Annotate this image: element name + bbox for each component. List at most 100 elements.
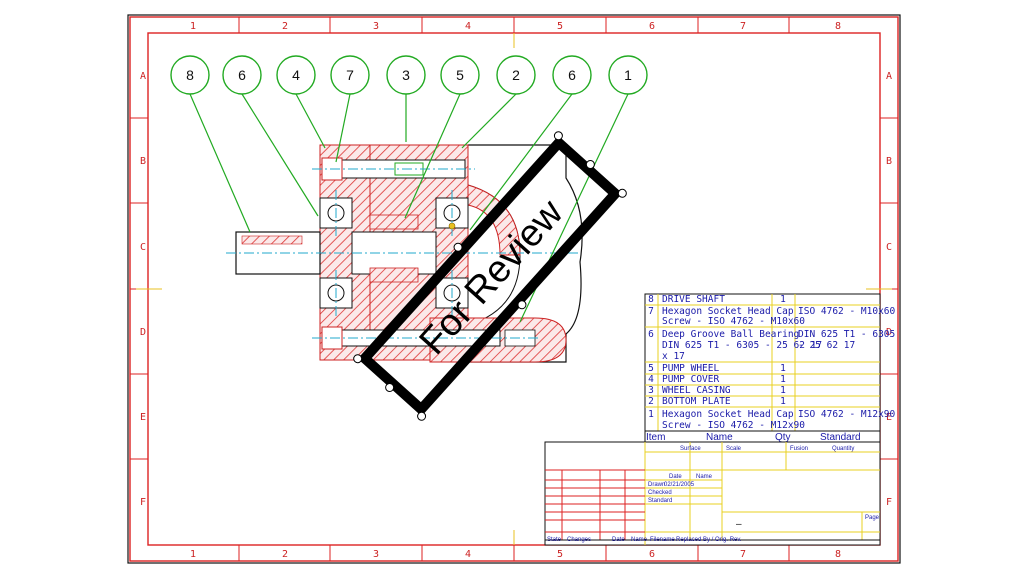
col-label: 3 xyxy=(373,21,379,32)
balloon-number: 2 xyxy=(512,67,520,83)
balloon: 4 xyxy=(276,55,316,95)
bom-header: Item Name Qty Standard xyxy=(646,432,861,443)
col-label: 5 xyxy=(557,549,563,560)
balloon-number: 6 xyxy=(568,67,576,83)
bom-name: Deep Groove Ball Bearing xyxy=(662,329,799,340)
outer-frame xyxy=(127,14,901,564)
row-label: E xyxy=(140,412,146,423)
col-label: 6 xyxy=(649,21,655,32)
bom-name: DIN 625 T1 - 6305 - 25 62 17 xyxy=(662,340,822,351)
balloon-number: 8 xyxy=(186,67,194,83)
balloon-number: 6 xyxy=(238,67,246,83)
col-label: 1 xyxy=(190,21,196,32)
bom-name: Screw - ISO 4762 - M10x60 xyxy=(662,316,805,327)
tb-name-header: Name xyxy=(696,474,713,480)
marker-dot xyxy=(448,222,456,230)
tb-name2: Name xyxy=(631,537,648,543)
tb-filename: Filename xyxy=(650,537,675,543)
stamp-handle[interactable] xyxy=(452,242,463,253)
bom-row: 3 WHEEL CASING 1 xyxy=(648,385,786,396)
stamp-handle[interactable] xyxy=(416,411,427,422)
tb-date-header: Date xyxy=(669,474,682,480)
tb-page: Page xyxy=(865,515,880,521)
tb-state: State xyxy=(547,537,562,543)
stamp-handle[interactable] xyxy=(585,159,596,170)
bom-item: 4 xyxy=(648,374,654,385)
bom-name: Hexagon Socket Head Cap xyxy=(662,409,794,420)
center-marks xyxy=(136,33,892,545)
bom-qty: 1 xyxy=(780,396,786,407)
col-label: 5 xyxy=(557,21,563,32)
balloon: 3 xyxy=(386,55,426,95)
bom-item: 3 xyxy=(648,385,654,396)
col-label: 3 xyxy=(373,549,379,560)
bom-qty: 1 xyxy=(780,374,786,385)
row-label: D xyxy=(140,327,146,338)
bom-name: BOTTOM PLATE xyxy=(662,396,731,407)
balloon-number: 5 xyxy=(456,67,464,83)
bom-item: 7 xyxy=(648,306,654,317)
row-label: F xyxy=(140,497,146,508)
leader-lines xyxy=(189,93,629,323)
col-label: 6 xyxy=(649,549,655,560)
balloon-number: 7 xyxy=(346,67,354,83)
bom-qty: 1 xyxy=(780,363,786,374)
col-label: 2 xyxy=(282,549,288,560)
bom-name: PUMP COVER xyxy=(662,374,719,385)
bom-name: DRIVE SHAFT xyxy=(662,294,725,305)
bom-item: 2 xyxy=(648,396,654,407)
col-label: 8 xyxy=(835,21,841,32)
balloon: 8 xyxy=(170,55,210,95)
bom-row: 2 BOTTOM PLATE 1 xyxy=(648,396,786,407)
balloon: 2 xyxy=(496,55,536,95)
row-labels-right: A B C D E F xyxy=(886,71,892,508)
tb-changes: Changes xyxy=(567,537,591,543)
balloon: 5 xyxy=(440,55,480,95)
tb-date2: Date xyxy=(612,537,625,543)
bom-row: 7 Hexagon Socket Head Cap Screw - ISO 47… xyxy=(648,306,895,327)
row-label: D xyxy=(886,327,892,338)
stamp-handle[interactable] xyxy=(617,188,628,199)
stamp-handle[interactable] xyxy=(516,299,527,310)
title-block: Surface Scale Fusion Quantity Date Name … xyxy=(544,441,881,546)
bom-name: Hexagon Socket Head Cap xyxy=(662,306,794,317)
stamp-handle[interactable] xyxy=(352,353,363,364)
stamp-handle[interactable] xyxy=(384,382,395,393)
bom-standard: - 25 62 17 xyxy=(798,340,855,351)
bom-row: 8 DRIVE SHAFT 1 xyxy=(648,294,786,305)
row-label: C xyxy=(886,242,892,253)
balloon: 6 xyxy=(552,55,592,95)
bom-standard: ISO 4762 - M12x90 xyxy=(798,409,896,420)
bom-row: 5 PUMP WHEEL 1 xyxy=(648,363,786,374)
col-label: 2 xyxy=(282,21,288,32)
casing-outline xyxy=(468,144,583,363)
row-label: A xyxy=(886,71,892,82)
col-label: 8 xyxy=(835,549,841,560)
bom-table: 8 DRIVE SHAFT 1 7 Hexagon Socket Head Ca… xyxy=(644,293,896,443)
bom-standard: ISO 4762 - M10x60 xyxy=(798,306,896,317)
balloon: 7 xyxy=(330,55,370,95)
bom-item: 8 xyxy=(648,294,654,305)
tb-quantity: Quantity xyxy=(832,446,854,452)
balloon-number: 1 xyxy=(624,67,632,83)
tb-scale: Scale xyxy=(726,446,742,452)
col-label: 4 xyxy=(465,549,471,560)
row-label: B xyxy=(886,156,892,167)
bom-name: x 17 xyxy=(662,351,685,362)
bom-qty: 1 xyxy=(780,294,786,305)
row-label: A xyxy=(140,71,146,82)
balloon-number: 3 xyxy=(402,67,410,83)
bom-header-qty: Qty xyxy=(775,432,791,443)
bom-row: 1 Hexagon Socket Head Cap Screw - ISO 47… xyxy=(648,409,895,431)
row-label: F xyxy=(886,497,892,508)
tb-fusion: Fusion xyxy=(790,446,808,452)
bom-header-item: Item xyxy=(646,432,665,443)
bom-name: PUMP WHEEL xyxy=(662,363,719,374)
tb-drawn-date: 02/21/2005 xyxy=(664,482,695,488)
stamp-handle[interactable] xyxy=(553,130,564,141)
grid-ticks xyxy=(130,17,898,561)
bom-item: 6 xyxy=(648,329,654,340)
balloon: 1 xyxy=(608,55,648,95)
bom-qty: 1 xyxy=(780,385,786,396)
